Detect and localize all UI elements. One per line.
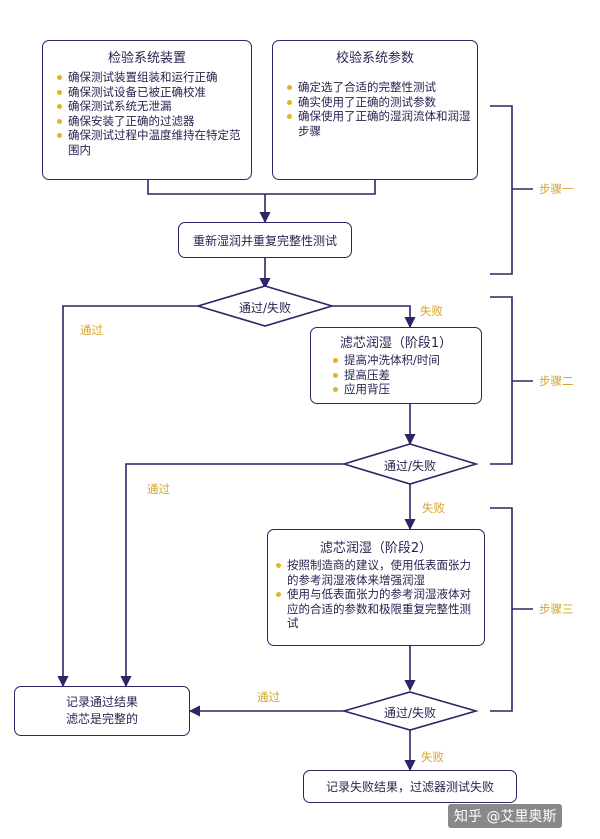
check-params-title: 校验系统参数 [335,51,414,66]
rewet-box: 重新湿润并重复完整性测试 [178,222,352,258]
list-item: 确保测试设备已被正确校准 [57,85,245,100]
label-fail-2: 失败 [422,501,445,515]
bracket-step1 [490,105,513,275]
check-device-box: 检验系统装置 确保测试装置组装和运行正确 确保测试设备已被正确校准 确保测试系统… [42,40,252,180]
connector-d1-pass [57,305,198,688]
list-item: 确保使用了正确的湿润流体和润湿步骤 [287,109,471,138]
stage2-list: 按照制造商的建议，使用低表面张力的参考润湿液体来增强润湿 使用与低表面张力的参考… [268,558,484,631]
bracket-step3 [490,507,513,712]
label-fail-1: 失败 [420,304,443,318]
list-item: 确保测试系统无泄漏 [57,99,245,114]
list-item: 使用与低表面张力的参考润湿液体对应的合适的参数和极限重复完整性测试 [276,587,478,631]
connector-top-merge [147,180,376,195]
label-fail-3: 失败 [421,750,444,764]
fail-result-text: 记录失败结果，过滤器测试失败 [325,780,494,794]
list-item: 确保安装了正确的过滤器 [57,114,245,129]
stage1-title: 滤芯润湿（阶段1） [339,336,453,351]
label-step3: 步骤三 [539,602,574,616]
rewet-text: 重新湿润并重复完整性测试 [192,233,337,248]
check-params-list: 确定选了合适的完整性测试 确实使用了正确的测试参数 确保使用了正确的湿润流体和润… [273,80,477,138]
list-item: 应用背压 [333,382,475,397]
stage2-box: 滤芯润湿（阶段2） 按照制造商的建议，使用低表面张力的参考润湿液体来增强润湿 使… [267,529,485,646]
list-item: 确保测试过程中温度维持在特定范围内 [57,128,245,157]
list-item: 按照制造商的建议，使用低表面张力的参考润湿液体来增强润湿 [276,558,478,587]
list-item: 确保测试装置组装和运行正确 [57,70,245,85]
bracket-step2 [490,296,513,465]
decision-3-text: 通过/失败 [383,706,437,720]
list-item: 提高冲洗体积/时间 [333,353,475,368]
check-device-list: 确保测试装置组装和运行正确 确保测试设备已被正确校准 确保测试系统无泄漏 确保安… [43,70,251,157]
list-item: 确实使用了正确的测试参数 [287,95,471,110]
pass-result-line-2: 滤芯是完整的 [65,712,138,726]
label-pass-2: 通过 [147,482,170,496]
label-step2: 步骤二 [539,374,574,388]
fail-result-box: 记录失败结果，过滤器测试失败 [303,770,517,803]
stage2-title: 滤芯润湿（阶段2） [319,541,433,556]
decision-diamond-1 [195,285,335,327]
pass-result-line-1: 记录通过结果 [65,695,138,709]
connector-d1-fail [332,305,416,329]
decision-2-text: 通过/失败 [383,459,437,473]
list-item: 提高压差 [333,368,475,383]
pass-result-box: 记录通过结果 滤芯是完整的 [14,686,190,736]
check-params-box: 校验系统参数 确定选了合适的完整性测试 确实使用了正确的测试参数 确保使用了正确… [272,40,478,180]
label-step1: 步骤一 [539,182,574,196]
label-pass-3: 通过 [257,690,280,704]
watermark-text: 知乎 @艾里奥斯 [448,804,563,828]
stage1-box: 滤芯润湿（阶段1） 提高冲洗体积/时间 提高压差 应用背压 [310,327,482,404]
decision-1-text: 通过/失败 [238,301,292,315]
connector-d2-pass [120,463,344,688]
check-device-title: 检验系统装置 [107,51,186,66]
label-pass-1: 通过 [80,323,103,337]
stage1-list: 提高冲洗体积/时间 提高压差 应用背压 [311,353,481,397]
list-item: 确定选了合适的完整性测试 [287,80,471,95]
